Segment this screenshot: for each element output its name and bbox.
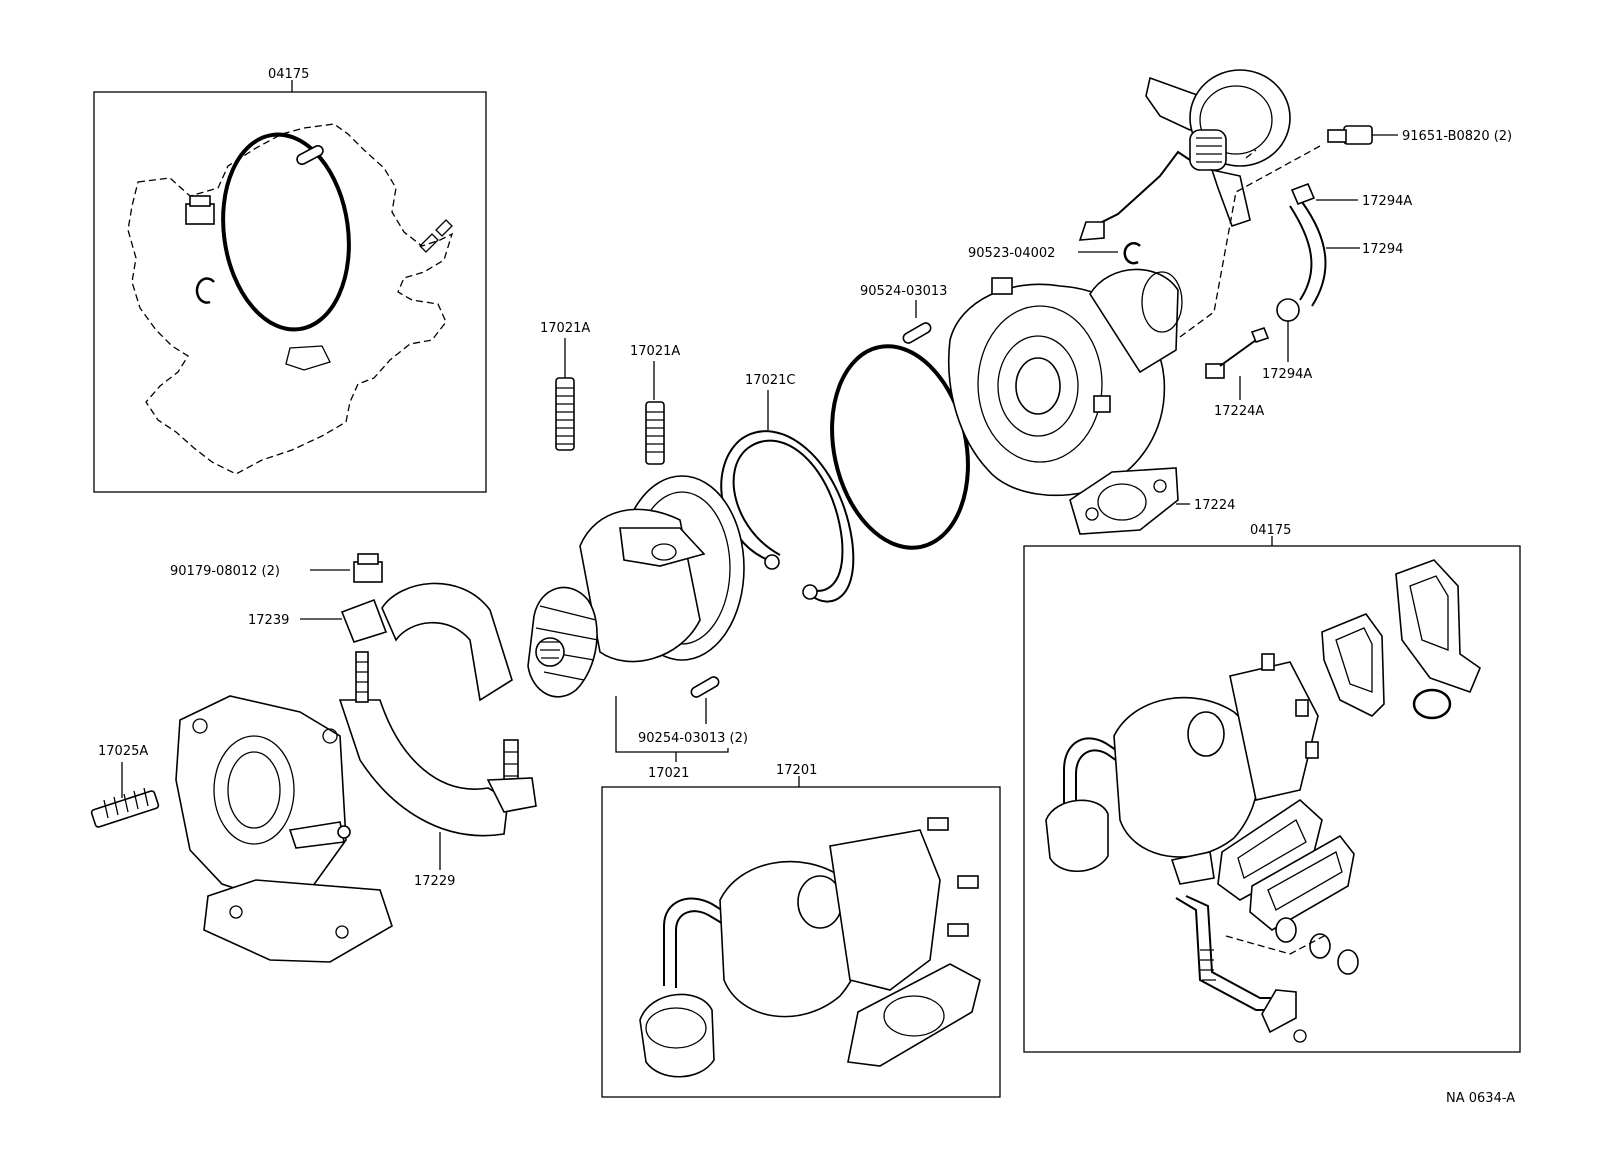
exhaust-outlet-housing — [175, 695, 393, 963]
pin-90524: 90524-03013 — [860, 284, 947, 344]
label-plug: 90179-08012 (2) — [170, 564, 280, 579]
wastegate-actuator — [1078, 69, 1291, 241]
gasket-17224: 17224 — [1069, 467, 1235, 535]
label-stud-c: 17025A — [98, 744, 148, 759]
clip-17294a-top: 17294A — [1290, 182, 1412, 209]
label-bolt: 91651-B0820 (2) — [1402, 129, 1512, 144]
label-stud-a1: 17021A — [540, 321, 590, 336]
label-gasket: 17224 — [1194, 498, 1235, 513]
label-center-assy: 17021 — [648, 766, 689, 781]
label-bracket: 17239 — [248, 613, 289, 628]
reference-number: NA 0634-A — [1446, 1091, 1515, 1106]
gasket-kit-box-right: 04175 — [1023, 523, 1521, 1053]
label-e-ring: 90523-04002 — [968, 246, 1055, 261]
label-stud-a2: 17021A — [630, 344, 680, 359]
label-kit-top: 04175 — [268, 67, 309, 82]
union-17224a: 17224A — [1205, 327, 1270, 419]
label-turbo-assy: 17201 — [776, 763, 817, 778]
bolt-91651: 91651-B0820 (2) — [1327, 125, 1512, 145]
stud-17021a-right: 17021A — [630, 344, 680, 465]
label-clip-a-top: 17294A — [1362, 194, 1412, 209]
stud-17025a: 17025A — [90, 744, 160, 828]
label-pin-lower: 90254-03013 (2) — [638, 731, 748, 746]
turbo-assembly-box: 17201 — [601, 763, 1001, 1098]
label-pin-upper: 90524-03013 — [860, 284, 947, 299]
pin-90254: 90254-03013 (2) — [638, 676, 748, 746]
e-ring-90523: 90523-04002 — [968, 241, 1141, 265]
plug-icon — [185, 195, 215, 225]
clamp-17229: 17229 — [338, 582, 537, 889]
hose-17294: 17294 — [1289, 201, 1403, 307]
bracket-17239: 17239 — [248, 598, 388, 643]
label-clip-a-bottom: 17294A — [1262, 367, 1312, 382]
clip-17294a-bottom: 17294A — [1262, 298, 1312, 382]
label-kit-right: 04175 — [1250, 523, 1291, 538]
gasket-kit-box-top-left: 04175 — [93, 67, 487, 493]
label-union: 17224A — [1214, 404, 1264, 419]
plug-90179: 90179-08012 (2) — [170, 553, 383, 583]
turbine-housing — [947, 268, 1183, 497]
label-hose: 17294 — [1362, 242, 1403, 257]
label-snap-ring: 17021C — [745, 373, 795, 388]
stud-17021a-left: 17021A — [540, 321, 590, 451]
center-housing-assembly — [527, 475, 745, 698]
label-clamp: 17229 — [414, 874, 455, 889]
pin-icon — [296, 144, 324, 166]
snap-ring-17021c: 17021C — [720, 373, 855, 603]
